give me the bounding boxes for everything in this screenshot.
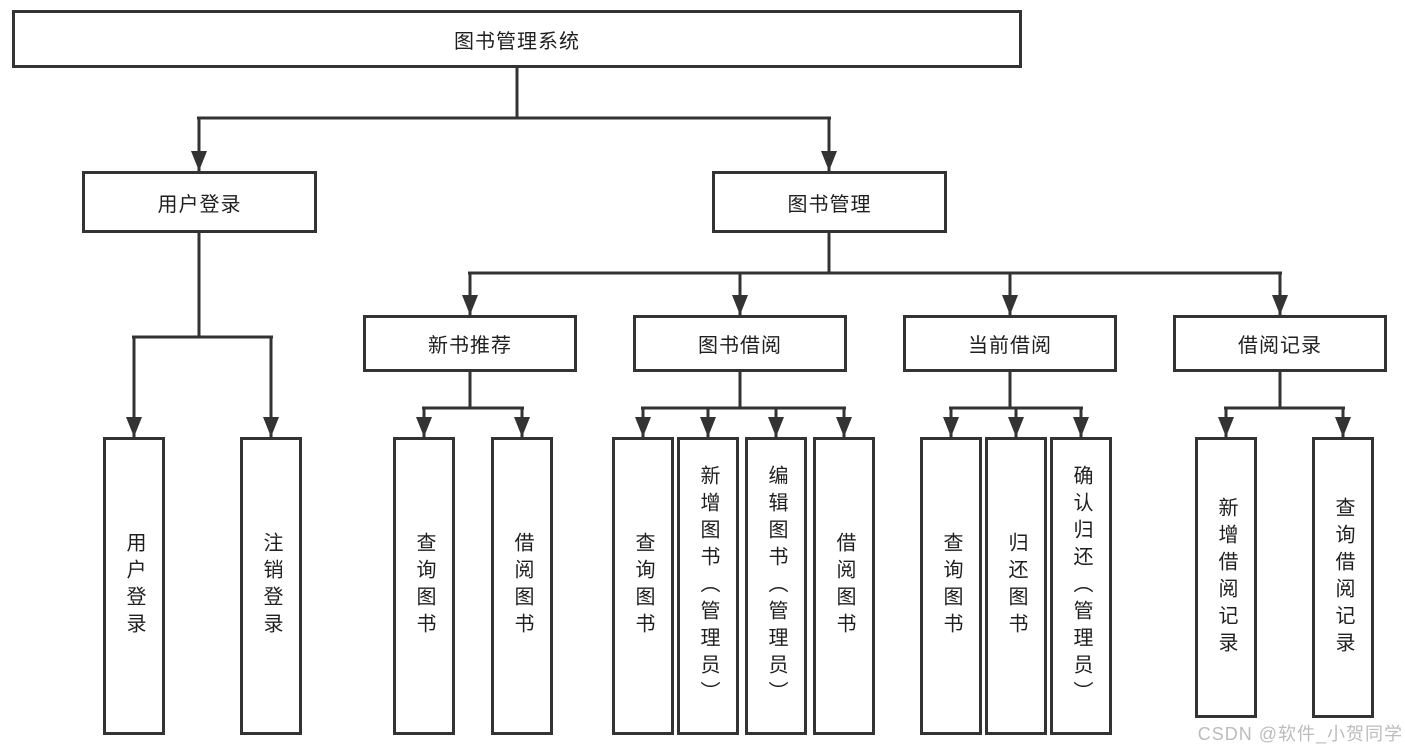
leaf-record-query-borrow-record: 查询借阅记录 (1312, 437, 1374, 718)
leaf-current-confirm-return-admin-label: 确认归还（管理员） (1070, 464, 1092, 708)
leaf-user-login-label: 用户登录 (123, 532, 145, 640)
leaf-borrow-query-book: 查询图书 (612, 437, 674, 735)
node-current-borrow: 当前借阅 (903, 315, 1117, 372)
node-new-book-recommend: 新书推荐 (363, 315, 577, 372)
leaf-current-query-book-label: 查询图书 (940, 532, 962, 640)
leaf-borrow-borrow-book: 借阅图书 (813, 437, 875, 735)
csdn-watermark: CSDN @软件_小贺同学 (1197, 724, 1403, 744)
node-book-management-label: 图书管理 (787, 193, 872, 216)
node-book-management: 图书管理 (712, 171, 947, 233)
leaf-logout: 注销登录 (240, 437, 302, 735)
leaf-current-return-book: 归还图书 (985, 437, 1047, 735)
leaf-current-query-book: 查询图书 (920, 437, 982, 735)
leaf-user-login: 用户登录 (103, 437, 165, 735)
leaf-newbook-query-book: 查询图书 (393, 437, 455, 735)
leaf-newbook-borrow-book-label: 借阅图书 (511, 532, 533, 640)
node-user-login-label: 用户登录 (157, 193, 242, 216)
leaf-record-add-borrow-record: 新增借阅记录 (1195, 437, 1257, 718)
leaf-borrow-edit-book-admin-label: 编辑图书（管理员） (765, 464, 787, 708)
node-root: 图书管理系统 (12, 10, 1022, 68)
node-book-borrow: 图书借阅 (633, 315, 847, 372)
node-root-label: 图书管理系统 (454, 30, 580, 53)
leaf-borrow-query-book-label: 查询图书 (632, 532, 654, 640)
leaf-borrow-add-book-admin: 新增图书（管理员） (677, 437, 739, 735)
leaf-borrow-add-book-admin-label: 新增图书（管理员） (697, 464, 719, 708)
leaf-current-return-book-label: 归还图书 (1005, 532, 1027, 640)
leaf-newbook-borrow-book: 借阅图书 (491, 437, 553, 735)
node-user-login: 用户登录 (82, 171, 317, 233)
node-borrow-record-label: 借阅记录 (1238, 335, 1322, 357)
node-new-book-recommend-label: 新书推荐 (428, 335, 512, 357)
leaf-borrow-borrow-book-label: 借阅图书 (833, 532, 855, 640)
leaf-logout-label: 注销登录 (260, 532, 282, 640)
leaf-record-add-borrow-record-label: 新增借阅记录 (1215, 496, 1237, 659)
node-current-borrow-label: 当前借阅 (968, 335, 1052, 357)
node-book-borrow-label: 图书借阅 (698, 335, 782, 357)
node-borrow-record: 借阅记录 (1173, 315, 1387, 372)
leaf-current-confirm-return-admin: 确认归还（管理员） (1050, 437, 1112, 735)
leaf-borrow-edit-book-admin: 编辑图书（管理员） (745, 437, 807, 735)
leaf-newbook-query-book-label: 查询图书 (413, 532, 435, 640)
leaf-record-query-borrow-record-label: 查询借阅记录 (1332, 496, 1354, 659)
